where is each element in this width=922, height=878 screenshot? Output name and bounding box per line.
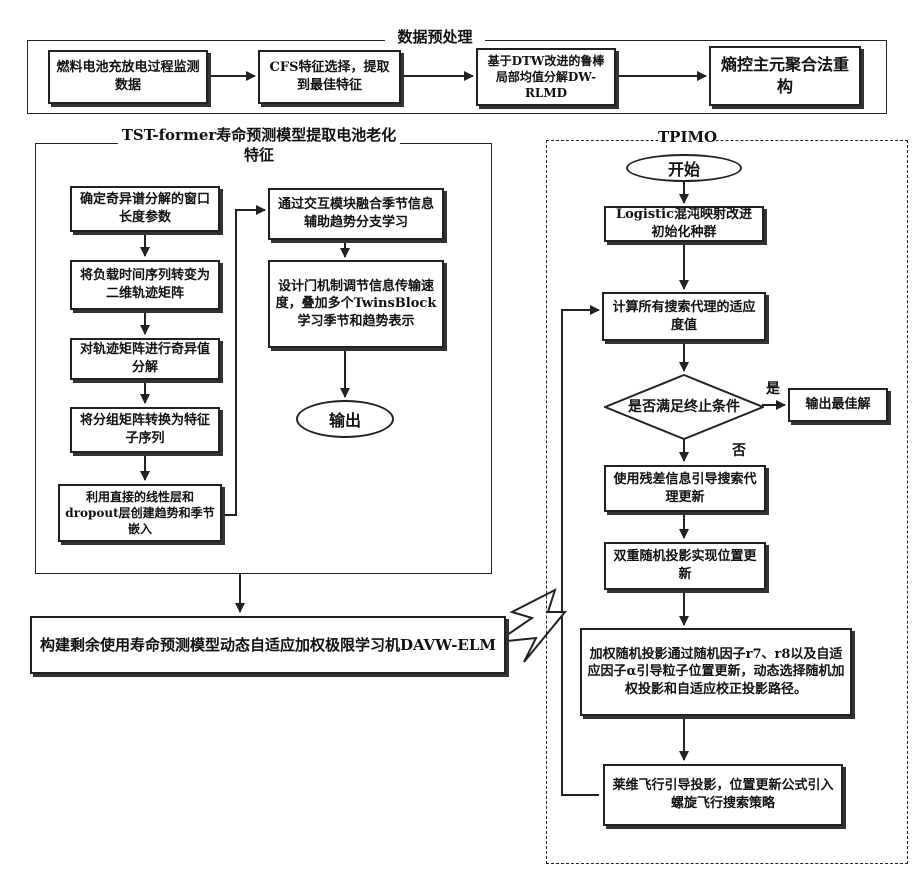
tpimo-best: 输出最佳解	[788, 388, 888, 422]
tst-step-gate: 设计门机制调节信息传输速度，叠加多个TwinsBlock学习季节和趋势表示	[268, 260, 444, 348]
tpimo-levy-flight: 莱维飞行引导投影，位置更新公式引入螺旋飞行搜索策略	[603, 764, 843, 826]
tpimo-dual-projection: 双重随机投影实现位置更新	[604, 542, 766, 590]
step-cfs-selection: CFS特征选择，提取到最佳特征	[258, 50, 401, 104]
tpimo-title: TPIMO	[658, 128, 716, 148]
tst-output: 输出	[296, 400, 394, 438]
tpimo-yes-label: 是	[766, 378, 780, 398]
tst-step-window-length: 确定奇异谱分解的窗口长度参数	[70, 186, 220, 232]
step-dw-rlmd: 基于DTW改进的鲁棒局部均值分解DW-RLMD	[476, 48, 616, 106]
tst-step-svd: 对轨迹矩阵进行奇异值分解	[70, 338, 220, 380]
tpimo-no-label: 否	[732, 440, 746, 460]
tpimo-init: Logistic混沌映射改进初始化种群	[604, 206, 764, 242]
tpimo-residual: 使用残差信息引导搜索代理更新	[604, 465, 766, 512]
tpimo-decision-label: 是否满足终止条件	[620, 396, 748, 416]
preprocess-title: 数据预处理	[385, 28, 485, 48]
tpimo-start: 开始	[626, 154, 742, 182]
tst-step-embedding: 利用直接的线性层和dropout层创建趋势和季节嵌入	[58, 484, 222, 542]
tpimo-fitness: 计算所有搜索代理的适应度值	[602, 292, 766, 341]
tst-step-interaction: 通过交互模块融合季节信息辅助趋势分支学习	[268, 188, 444, 240]
step-entropy-reconstruct: 熵控主元聚合法重构	[709, 46, 861, 106]
tpimo-weighted-projection: 加权随机投影通过随机因子r7、r8以及自适应因子α引导粒子位置更新，动态选择随机…	[580, 628, 852, 716]
final-davw-elm: 构建剩余使用寿命预测模型动态自适应加权极限学习机DAVW-ELM	[30, 616, 506, 674]
tst-step-trajectory-matrix: 将负载时间序列转变为二维轨迹矩阵	[70, 260, 220, 310]
tst-step-subsequence: 将分组矩阵转换为特征子序列	[70, 407, 220, 453]
tst-title: TST-former寿命预测模型提取电池老化特征	[118, 126, 400, 165]
step-monitoring-data: 燃料电池充放电过程监测数据	[48, 50, 208, 104]
